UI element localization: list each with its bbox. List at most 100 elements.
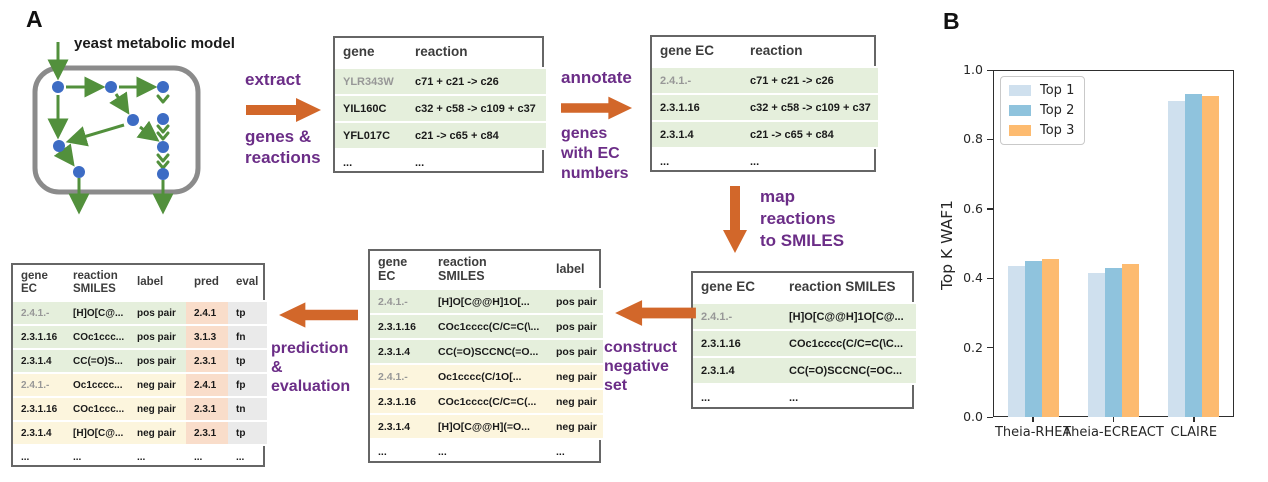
step-construct-label: construct negative set	[604, 339, 677, 394]
table-cell: c21 -> c65 + c84	[742, 120, 878, 149]
table-cell: ...	[186, 444, 228, 470]
table-cell: CC(=O)SCCNC(=OC...	[781, 356, 916, 385]
table-row: 2.4.1.-[H]O[C@@H]1O[...pos pair	[370, 288, 603, 315]
metabolite-nodes	[52, 81, 169, 180]
y-tick-label: 1.0	[963, 62, 983, 77]
column-header: reaction SMILES	[789, 279, 896, 295]
y-tick-label: 0.0	[963, 409, 983, 424]
table-cell: c32 + c58 -> c109 + c37	[742, 93, 878, 122]
step-map-label: map reactions to SMILES	[760, 187, 845, 250]
table-cell: ...	[13, 444, 65, 470]
table-cell: 2.4.1.-	[13, 300, 65, 326]
arrow-left-icon	[615, 300, 696, 326]
legend-label: Top 3	[1040, 123, 1075, 138]
table-cell: neg pair	[548, 413, 603, 440]
table-cell: ...	[548, 438, 603, 465]
table-cell: YLR343W	[335, 67, 407, 96]
bar-top-1	[1088, 272, 1105, 417]
table-cell: 2.3.1.4	[370, 338, 430, 365]
y-tick-mark	[987, 347, 993, 349]
arrow-left-icon	[279, 302, 358, 328]
legend-label: Top 1	[1040, 83, 1075, 98]
table-cell: [H]O[C@@H]1O[...	[430, 288, 548, 315]
column-header: pred	[194, 276, 219, 289]
table-row: ...............	[13, 444, 267, 470]
table-cell: ...	[65, 444, 129, 470]
table-cell: 2.3.1.16	[693, 329, 781, 358]
bar-top-3	[1041, 259, 1059, 417]
legend-swatch	[1009, 125, 1031, 136]
column-header: gene EC	[660, 43, 715, 59]
chevron-arrows	[156, 94, 170, 170]
column-header: label	[556, 261, 585, 276]
column-header: gene	[343, 44, 375, 60]
table-cell: tp	[228, 348, 267, 374]
table-cell: neg pair	[548, 388, 603, 415]
table-cell: 3.1.3	[186, 324, 228, 350]
table-row: 2.4.1.-Oc1cccc(C/1O[...neg pair	[370, 363, 603, 390]
table-cell: [H]O[C@@H]1O[C@...	[781, 302, 916, 331]
legend-swatch	[1009, 105, 1031, 116]
table-cell: ...	[652, 147, 742, 176]
table-cell: 2.3.1.16	[652, 93, 742, 122]
table-cell: 2.3.1.4	[693, 356, 781, 385]
y-tick-label: 0.8	[963, 131, 983, 147]
step-extract-label: extract	[245, 70, 301, 89]
arrow-down-icon	[723, 186, 747, 253]
panel-b-label: B	[943, 8, 960, 34]
table-cell: [H]O[C@...	[65, 300, 129, 326]
table-cell: c71 + c21 -> c26	[407, 67, 546, 96]
y-tick-label: 0.2	[963, 339, 983, 355]
table-cell: YFL017C	[335, 121, 407, 150]
table-cell: 2.3.1.16	[13, 324, 65, 350]
table-cell: c32 + c58 -> c109 + c37	[407, 94, 546, 123]
table-cell: 2.3.1.16	[370, 313, 430, 340]
y-axis-label: Top K WAF1	[938, 199, 956, 291]
table-cell: pos pair	[548, 288, 603, 315]
table-cell: neg pair	[548, 363, 603, 390]
table-cell: c71 + c21 -> c26	[742, 66, 878, 95]
table-cell: ...	[781, 383, 916, 412]
x-tick-mark	[1112, 417, 1115, 422]
bar-top-3	[1122, 264, 1139, 417]
table-cell: neg pair	[129, 372, 186, 398]
step-extract-sublabel: genes & reactions	[245, 127, 321, 167]
table-cell: 2.4.1.-	[370, 288, 430, 315]
column-header: eval	[236, 276, 259, 289]
table-cell: c21 -> c65 + c84	[407, 121, 546, 150]
y-tick-mark	[987, 277, 993, 280]
legend-swatch	[1009, 85, 1031, 96]
legend-entry: Top 3	[1009, 123, 1074, 138]
table-cell: COc1cccc(C/C=C(...	[430, 388, 548, 415]
table-cell: tn	[228, 396, 267, 422]
step-annotate-sublabel: genes with EC numbers	[561, 125, 629, 182]
table-cell: CC(=O)SCCNC(=O...	[430, 338, 548, 365]
y-tick-mark	[987, 138, 993, 141]
table-cell: 2.4.1	[186, 300, 228, 326]
table-cell: 2.3.1	[186, 396, 228, 422]
column-header: gene EC	[21, 269, 48, 295]
table-cell: 2.3.1	[186, 420, 228, 446]
table-cell: COc1cccc(C/C=C(\...	[430, 313, 548, 340]
table-cell: ...	[742, 147, 878, 176]
x-tick-label: CLAIRE	[1170, 425, 1218, 440]
table-cell: COc1ccc...	[65, 396, 129, 422]
y-tick-mark	[987, 208, 993, 210]
table-cell: neg pair	[129, 420, 186, 446]
table-cell: pos pair	[129, 348, 186, 374]
table-cell: 2.3.1	[186, 348, 228, 374]
table-cell: YIL160C	[335, 94, 407, 123]
bar-top-2	[1024, 260, 1042, 417]
table-row: ......	[652, 147, 878, 176]
